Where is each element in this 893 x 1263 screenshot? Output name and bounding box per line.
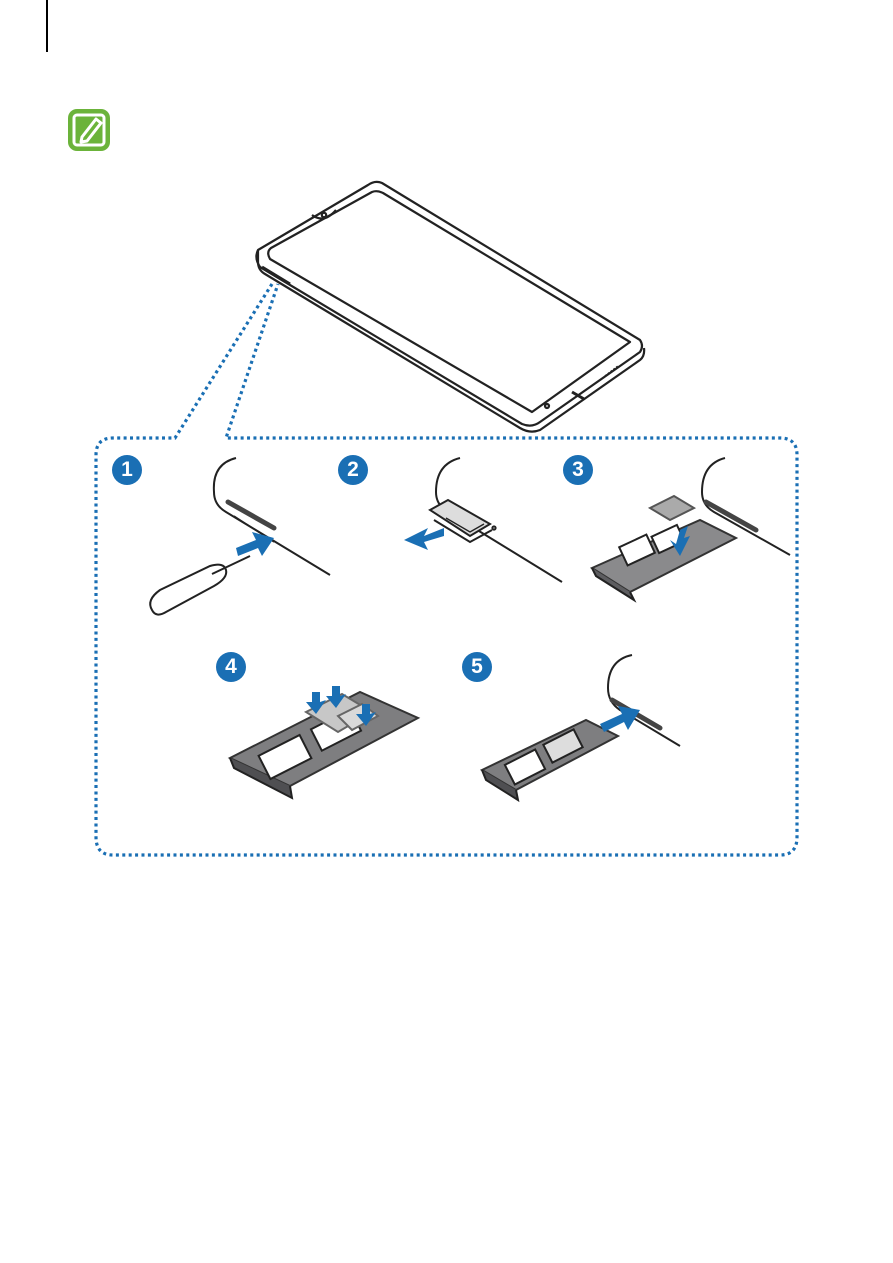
- insert-arrow-icon: [600, 706, 640, 732]
- pull-arrow-icon: [404, 528, 444, 550]
- step-4-badge: 4: [216, 652, 246, 682]
- step2-illustration: [430, 458, 562, 582]
- push-arrow-icon: [236, 532, 274, 556]
- step-3-badge: 3: [563, 455, 593, 485]
- step-2-badge: 2: [338, 455, 368, 485]
- step-1-badge: 1: [112, 455, 142, 485]
- step5-illustration: [482, 655, 680, 800]
- step1-illustration: [150, 458, 330, 615]
- step-5-badge: 5: [462, 652, 492, 682]
- step3-illustration: [592, 458, 790, 600]
- step4-illustration: [230, 692, 418, 798]
- phone-illustration: [256, 182, 644, 432]
